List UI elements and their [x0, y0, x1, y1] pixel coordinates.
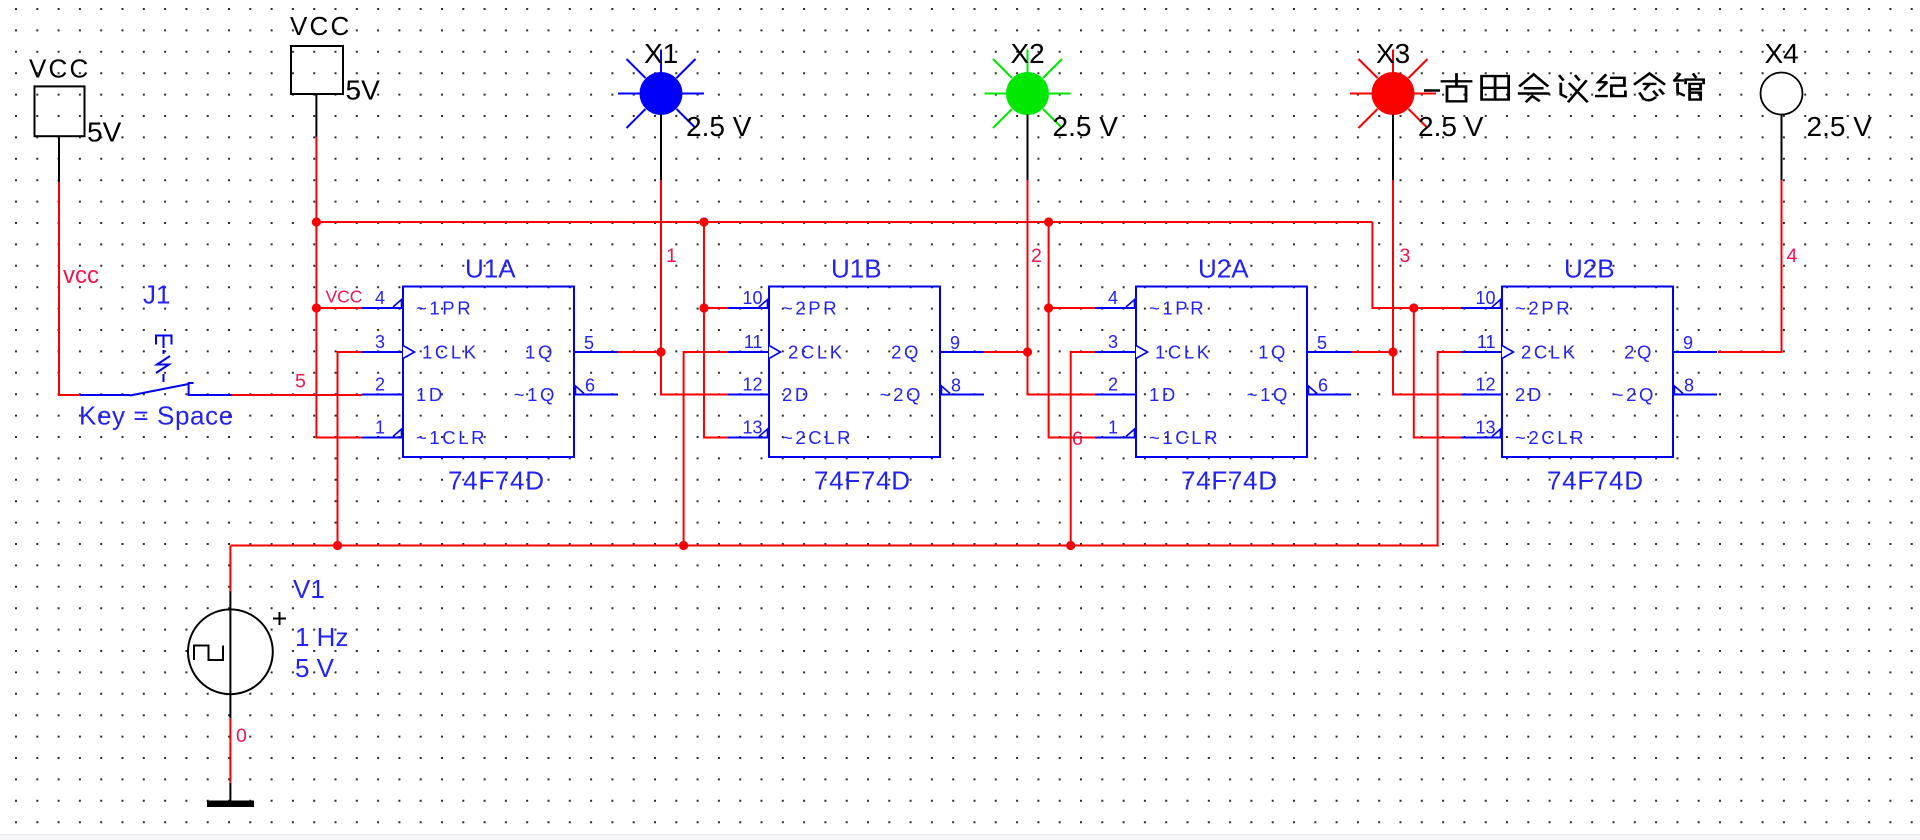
- svg-text:2.5 V: 2.5 V: [1053, 111, 1119, 142]
- svg-text:1: 1: [1108, 418, 1118, 438]
- svg-text:6: 6: [1072, 428, 1083, 450]
- svg-text:13: 13: [1475, 418, 1495, 438]
- svg-text:1Q: 1Q: [1258, 342, 1288, 363]
- svg-text:Key = Space: Key = Space: [79, 401, 234, 431]
- svg-text:VCC: VCC: [290, 11, 352, 41]
- svg-text:U2B: U2B: [1564, 254, 1615, 284]
- svg-text:1D: 1D: [1149, 384, 1178, 405]
- svg-text:3: 3: [1108, 332, 1118, 352]
- svg-text:~2PR: ~2PR: [782, 298, 839, 319]
- svg-text:3: 3: [375, 332, 385, 352]
- svg-text:12: 12: [1475, 375, 1495, 395]
- svg-text:2D: 2D: [782, 384, 811, 405]
- svg-text:5: 5: [1317, 333, 1327, 353]
- svg-text:13: 13: [742, 418, 762, 438]
- svg-text:2CLK: 2CLK: [788, 342, 845, 363]
- svg-text:4: 4: [1108, 288, 1118, 308]
- svg-text:6: 6: [585, 376, 595, 396]
- svg-text:5: 5: [584, 333, 594, 353]
- svg-text:11: 11: [744, 332, 763, 352]
- svg-text:74F74D: 74F74D: [1547, 466, 1644, 496]
- svg-text:J1: J1: [143, 280, 170, 310]
- svg-text:1CLK: 1CLK: [1155, 342, 1212, 363]
- svg-text:0: 0: [236, 725, 247, 747]
- svg-text:5V: 5V: [87, 117, 122, 148]
- svg-text:U1A: U1A: [465, 254, 516, 284]
- svg-text:10: 10: [1475, 288, 1495, 308]
- svg-text:~2CLR: ~2CLR: [782, 427, 853, 448]
- svg-text:1CLK: 1CLK: [422, 342, 479, 363]
- svg-text:3: 3: [1400, 245, 1411, 267]
- svg-text:V1: V1: [293, 574, 325, 604]
- svg-text:8: 8: [1684, 376, 1694, 396]
- svg-text:6: 6: [1318, 376, 1328, 396]
- svg-text:~1CLR: ~1CLR: [1149, 427, 1220, 448]
- svg-text:11: 11: [1477, 332, 1496, 352]
- svg-text:2: 2: [1031, 245, 1042, 267]
- svg-text:2D: 2D: [1515, 384, 1544, 405]
- svg-text:9: 9: [1683, 333, 1693, 353]
- svg-text:1 Hz: 1 Hz: [295, 622, 348, 652]
- svg-text:X1: X1: [644, 38, 678, 69]
- svg-text:~2CLR: ~2CLR: [1515, 427, 1586, 448]
- svg-text:2Q: 2Q: [1624, 342, 1654, 363]
- svg-text:1: 1: [666, 245, 677, 267]
- svg-text:10: 10: [742, 288, 762, 308]
- svg-text:VCC: VCC: [29, 54, 91, 84]
- svg-text:~2Q: ~2Q: [880, 384, 923, 405]
- svg-text:4: 4: [375, 288, 385, 308]
- svg-text:2.5 V: 2.5 V: [686, 111, 752, 142]
- svg-text:U2A: U2A: [1198, 254, 1249, 284]
- svg-text:9: 9: [950, 333, 960, 353]
- svg-text:X3: X3: [1376, 38, 1410, 69]
- svg-text:5V: 5V: [346, 75, 381, 106]
- svg-text:X2: X2: [1011, 38, 1045, 69]
- svg-text:~2Q: ~2Q: [1613, 384, 1656, 405]
- svg-text:2Q: 2Q: [891, 342, 921, 363]
- svg-text:~1Q: ~1Q: [1247, 384, 1290, 405]
- svg-text:5: 5: [295, 371, 306, 393]
- svg-text:1: 1: [375, 418, 385, 438]
- svg-text:4: 4: [1787, 245, 1798, 267]
- svg-text:~1Q: ~1Q: [514, 384, 557, 405]
- svg-text:~1CLR: ~1CLR: [416, 427, 487, 448]
- svg-text:2CLK: 2CLK: [1521, 342, 1578, 363]
- svg-text:2: 2: [375, 375, 385, 395]
- svg-text:~1PR: ~1PR: [416, 298, 473, 319]
- svg-text:2.5 V: 2.5 V: [1807, 111, 1873, 142]
- svg-text:12: 12: [742, 375, 762, 395]
- svg-text:74F74D: 74F74D: [814, 466, 911, 496]
- svg-text:VCC: VCC: [326, 287, 363, 307]
- svg-text:5 V: 5 V: [295, 653, 335, 683]
- svg-text:74F74D: 74F74D: [1181, 466, 1278, 496]
- svg-text:74F74D: 74F74D: [448, 466, 545, 496]
- svg-text:2: 2: [1108, 375, 1118, 395]
- svg-text:2.5 V: 2.5 V: [1418, 111, 1484, 142]
- svg-text:~2PR: ~2PR: [1515, 298, 1572, 319]
- svg-text:~1PR: ~1PR: [1149, 298, 1206, 319]
- svg-text:vcc: vcc: [63, 262, 99, 289]
- svg-text:8: 8: [951, 376, 961, 396]
- svg-text:U1B: U1B: [831, 254, 882, 284]
- svg-text:X4: X4: [1765, 38, 1799, 69]
- svg-text:1D: 1D: [416, 384, 445, 405]
- svg-text:1Q: 1Q: [525, 342, 555, 363]
